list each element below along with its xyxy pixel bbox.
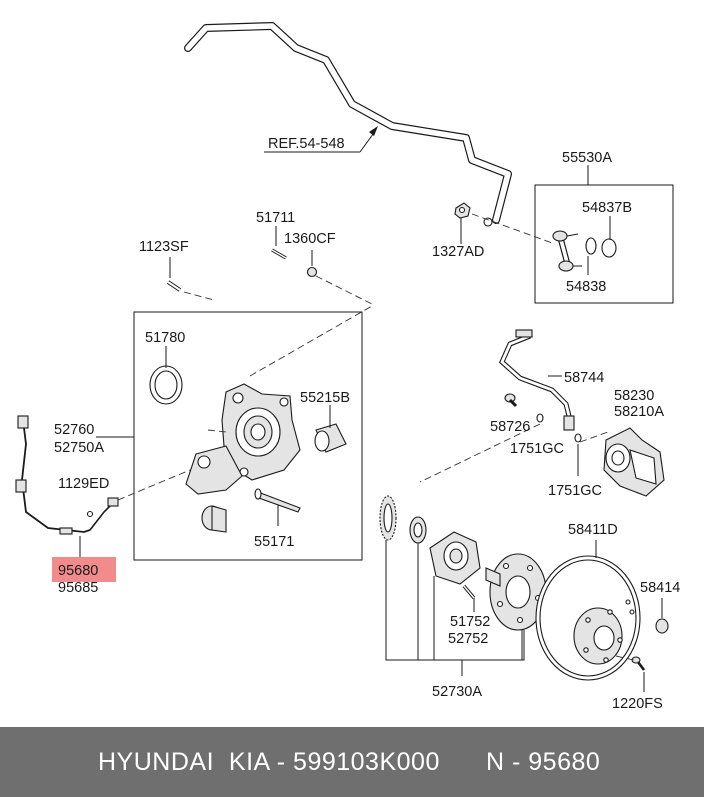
label-51711: 51711: [256, 210, 295, 226]
bushing-lower: [201, 505, 227, 533]
hub-nut-58414: [655, 598, 669, 634]
stabilizer-link: [552, 230, 582, 272]
label-1751gc-a: 1751GC: [510, 441, 564, 457]
label-58411d: 58411D: [568, 522, 618, 538]
ref-leader: [264, 126, 378, 153]
link-ring: [585, 237, 597, 255]
tone-ring: [379, 495, 397, 541]
label-52750a: 52750A: [54, 440, 104, 456]
link-cap: [601, 238, 617, 258]
hub-bearing: [429, 531, 481, 585]
label-55530a: 55530A: [562, 150, 612, 166]
label-54838: 54838: [566, 279, 606, 295]
brake-caliper: [603, 427, 665, 497]
label-1129ed: 1129ED: [58, 476, 109, 492]
label-51780: 51780: [145, 330, 185, 346]
bushing-55215b: [314, 405, 347, 453]
highlight-95680: [52, 557, 116, 582]
label-1220fs: 1220FS: [612, 696, 663, 712]
label-1360cf: 1360CF: [284, 231, 336, 247]
link-kit-box: [534, 184, 674, 304]
exploded-parts-diagram: REF.54-548 55530A 54837B 54838 1327AD 51…: [15, 22, 680, 712]
label-1751gc-b: 1751GC: [548, 483, 602, 499]
bolt-51711: [271, 226, 287, 260]
label-58726: 58726: [490, 419, 530, 435]
label-55215b: 55215B: [300, 390, 350, 406]
wheel-speed-sensor: [15, 415, 119, 558]
label-ref: REF.54-548: [268, 136, 345, 152]
dust-seal-51780: [149, 346, 183, 405]
nut-1360cf: [306, 250, 318, 278]
hub-flange: [485, 553, 547, 631]
label-58414: 58414: [640, 580, 680, 596]
label-55171: 55171: [254, 534, 294, 550]
label-52760: 52760: [54, 422, 94, 438]
knuckle-assembly-box: [133, 311, 363, 561]
pin-55171: [254, 488, 301, 526]
label-58210a: 58210A: [614, 404, 664, 420]
bolt-58726: [504, 393, 518, 408]
footer-bar: HYUNDAI KIA - 599103K000 N - 95680: [0, 727, 704, 797]
label-1123sf: 1123SF: [139, 239, 189, 255]
trailing-arm: [185, 445, 243, 495]
bolt-51752: [462, 584, 476, 612]
footer-part-number: HYUNDAI KIA - 599103K000: [98, 748, 440, 776]
washer-1751gc-b: [574, 433, 582, 443]
bearing-seal: [409, 516, 427, 544]
footer-diagram-code: N - 95680: [486, 748, 601, 776]
label-1327ad: 1327AD: [432, 244, 484, 260]
screw-1220fs: [631, 656, 646, 692]
hub-group-bracket: [385, 540, 525, 676]
bolt-1123sf: [166, 257, 182, 292]
knuckle: [221, 383, 301, 481]
label-52752: 52752: [448, 631, 488, 647]
washer-1751gc-a: [536, 413, 544, 423]
stabilizer-bar: [184, 22, 512, 227]
brake-disc: [535, 540, 641, 681]
label-58744: 58744: [564, 370, 604, 386]
label-95685: 95685: [58, 580, 98, 596]
nut-1327ad: [454, 202, 471, 244]
label-54837b: 54837B: [582, 200, 632, 216]
label-58230: 58230: [614, 388, 654, 404]
label-52730a: 52730A: [432, 684, 482, 700]
label-51752: 51752: [450, 614, 490, 630]
brake-hose: [498, 329, 575, 431]
label-95680: 95680: [58, 563, 98, 579]
